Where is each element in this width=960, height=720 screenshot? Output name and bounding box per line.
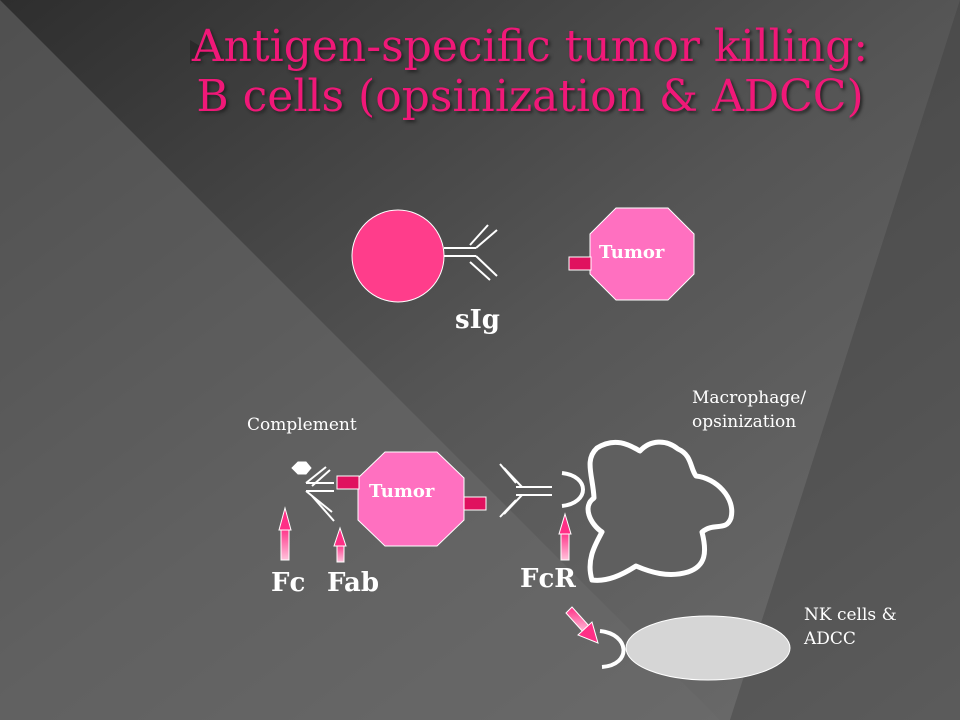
tumor-label-bottom: Tumor — [369, 481, 435, 502]
fab-label: Fab — [327, 568, 380, 598]
tumor-antigen-left — [336, 475, 360, 490]
slide-title: Antigen-specific tumor killing: B cells … — [150, 22, 910, 122]
fcr-receptor-icon — [561, 471, 585, 508]
antibody-right-icon — [499, 463, 552, 518]
complement-icon — [291, 461, 312, 475]
title-line-2: B cells (opsinization & ADCC) — [196, 71, 864, 122]
title-line-1: Antigen-specific tumor killing: — [191, 21, 869, 72]
b-cell — [351, 209, 445, 303]
nk-receptor-icon — [599, 629, 626, 669]
fab-arrow-icon — [333, 526, 347, 563]
fcr-arrow-icon — [558, 512, 572, 561]
fcr-label: FcR — [520, 564, 576, 594]
macrophage-label-line-2: opsinization — [692, 412, 797, 432]
nk-label-line-2: ADCC — [804, 629, 856, 649]
nk-arrow-icon — [565, 606, 599, 644]
fc-label: Fc — [271, 568, 306, 598]
tumor-antigen-top — [568, 256, 592, 271]
macrophage-label: Macrophage/ opsinization — [692, 386, 806, 434]
macrophage-cell — [585, 439, 735, 583]
sig-label: sIg — [455, 305, 500, 335]
nk-cells-label: NK cells & ADCC — [804, 603, 897, 651]
bullet-arrow-icon — [190, 40, 210, 64]
fc-arrow-icon — [278, 506, 292, 561]
macrophage-label-line-1: Macrophage/ — [692, 388, 807, 408]
nk-label-line-1: NK cells & — [804, 605, 897, 625]
complement-label: Complement — [247, 415, 357, 435]
nk-cell — [625, 615, 791, 681]
background-diagonal-panel — [0, 0, 720, 720]
background-right-panel — [730, 0, 960, 720]
antibody-left-icon — [305, 466, 335, 522]
tumor-antigen-right — [463, 496, 487, 511]
tumor-label-top: Tumor — [599, 242, 665, 263]
sig-antibody-icon — [444, 224, 498, 281]
tumor-cell-top — [589, 207, 695, 301]
tumor-cell-bottom — [357, 451, 465, 547]
